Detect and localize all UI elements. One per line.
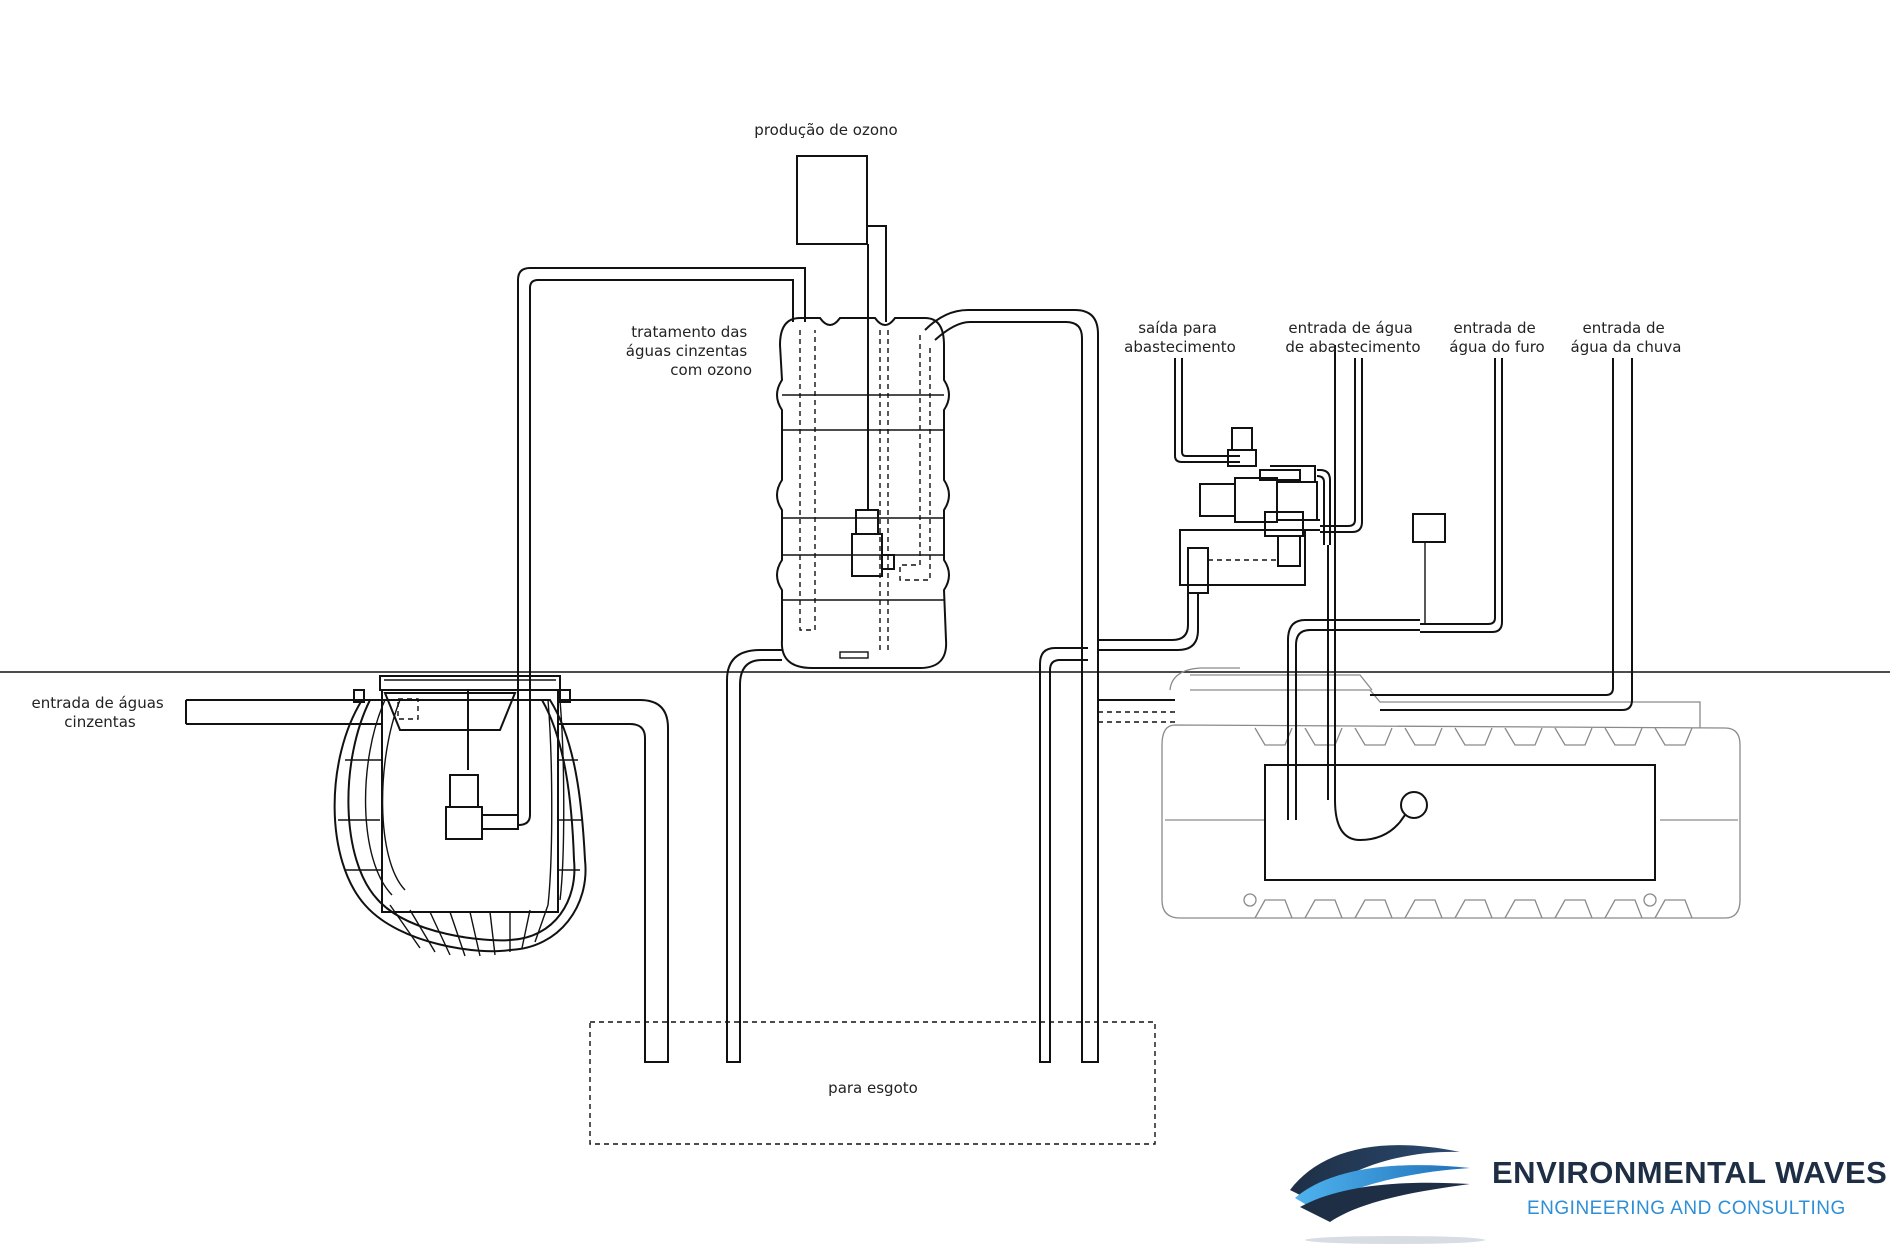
storage-tank [1161, 345, 1741, 919]
label-supply-outlet: saída para abastecimento [1124, 319, 1236, 356]
label-rain-inlet: entrada de água da chuva [1571, 319, 1682, 356]
supply-outlet-pipe [1174, 358, 1240, 463]
borehole-inlet-pipe [1420, 358, 1503, 633]
rain-inlet-pipe [1370, 358, 1633, 711]
brand-tagline: ENGINEERING AND CONSULTING [1527, 1198, 1846, 1219]
ozone-generator [796, 155, 868, 245]
label-borehole-inlet: entrada de água do furo [1449, 319, 1544, 356]
wave-icon [1290, 1145, 1460, 1200]
sewer-box [589, 1021, 1156, 1145]
treatment-tank [776, 244, 950, 669]
label-mains-inlet: entrada de água de abastecimento [1285, 319, 1420, 356]
mains-inlet-pipe [1320, 358, 1363, 533]
label-ozone-production: produção de ozono [754, 121, 897, 139]
brand-logo: ENVIRONMENTAL WAVES ENGINEERING AND CONS… [1290, 1145, 1887, 1244]
label-sewer: para esgoto [828, 1079, 918, 1097]
greywater-tank [333, 675, 587, 957]
level-controller-box [1412, 513, 1446, 543]
label-treatment: tratamento das águas cinzentas com ozono [626, 323, 752, 379]
booster-pump [1179, 427, 1331, 594]
label-greywater-inlet: entrada de águas cinzentas [32, 694, 169, 731]
greywater-inlet-pipe [185, 699, 382, 725]
brand-name: ENVIRONMENTAL WAVES [1492, 1155, 1887, 1190]
